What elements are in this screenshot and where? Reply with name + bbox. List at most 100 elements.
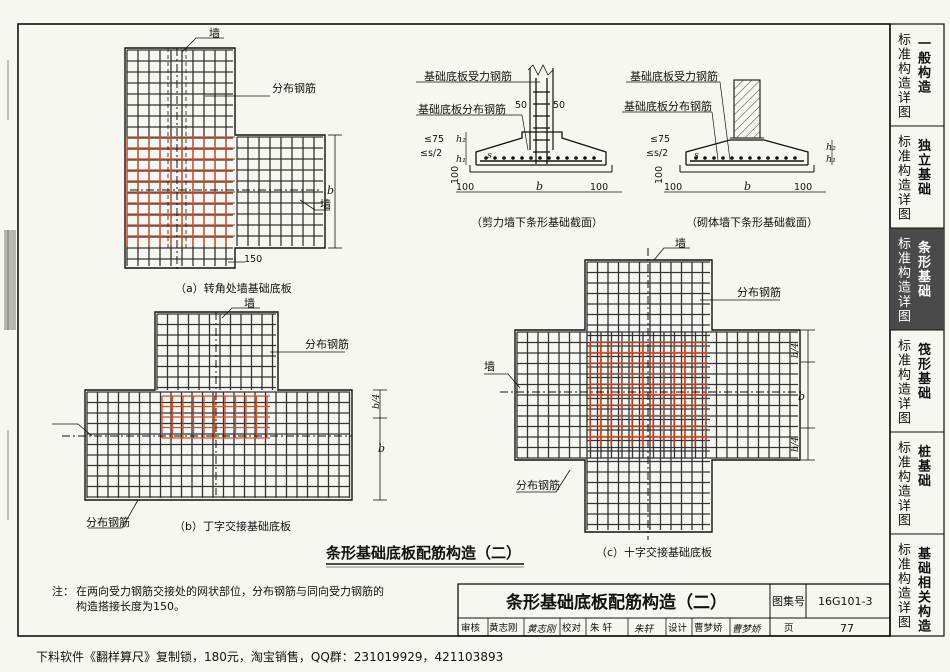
sidebar-tab-label-char: 基 [917,546,932,562]
reviewer-signature: 黄志刚 [527,624,557,635]
sidebar-tab-prefix-char: 构 [898,62,911,77]
checker-name: 朱 轩 [590,622,613,634]
sec1-dim-50b: 50 [553,100,565,111]
sidebar-tab-label-char: 桩 [918,444,931,460]
sidebar-tab-label-char: 础 [918,386,931,402]
sidebar-tab-prefix-char: 图 [898,514,911,529]
fig-c-dim-b4-bot: b/4 [790,437,801,452]
sidebar-tab-prefix-char: 标 [898,33,911,48]
sec1-dim-100a: 100 [450,166,461,184]
sidebar-tab-prefix-char: 标 [898,237,911,252]
sidebar-tab-prefix-char: 详 [898,193,911,208]
sidebar-tab-label-char: 般 [918,51,931,67]
sidebar-tab-prefix-char: 准 [898,354,911,369]
sidebar-tab-prefix-char: 构 [898,164,911,179]
sec1-h2: h₂ [456,134,466,145]
sidebar-tab-prefix-char: 造 [898,281,911,296]
sidebar-tab-label-char: 础 [918,473,931,489]
fig-c-caption: （c）十字交接基础底板 [596,545,712,559]
review-label: 审核 [461,622,481,634]
sidebar-tab-label-char: 基 [917,167,932,183]
sidebar-tab-label-char: 构 [918,604,931,620]
page-number: 77 [840,622,854,635]
checker-signature: 朱轩 [634,624,655,635]
sidebar-tab-label-char: 立 [918,153,931,169]
sidebar-tab-prefix-char: 图 [898,310,911,325]
title-block-title: 条形基础底板配筋构造（二） [505,592,727,613]
note-line-1: 在两向受力钢筋交接处的网状部位，分布钢筋与同向受力钢筋的 [76,584,384,598]
fig-b-wall-label: 墙 [244,296,255,310]
sec1-dist-rebar-label: 基础底板分布钢筋 [418,102,506,116]
sidebar-tab-prefix-char: 造 [898,77,911,92]
sidebar-tab-label-char: 基 [917,371,932,387]
atlas-label: 图集号 [772,594,805,608]
sidebar-tab-prefix-char: 详 [898,499,911,514]
section-1-shear-wall: 基础底板受力钢筋 基础底板分布钢筋 50 50 ≤75 ≤s/2 s h₁ h₂… [416,64,622,229]
fig-b-dist-rebar2-label: 分布钢筋 [86,515,130,529]
figure-b-t-junction-slab: 墙 分布钢筋 分布钢筋 b/4 b （b）丁字交接基础底板 [52,296,387,533]
sec1-h1: h₁ [456,154,466,165]
fig-c-dim-b: b [798,390,805,403]
sidebar-tab-prefix-char: 造 [898,383,911,398]
sidebar-tab-prefix-char: 准 [898,456,911,471]
atlas-number: 16G101-3 [818,595,872,608]
fig-b-caption: （b）丁字交接基础底板 [174,519,291,533]
sec1-dim-b: b [536,180,543,193]
fig-a-wall-leader [181,37,224,53]
sidebar-tab-prefix-char: 标 [898,135,911,150]
sec2-dim-b: b [744,180,751,193]
sidebar-tab-prefix-char: 构 [898,266,911,281]
section-2-masonry-wall: 基础底板受力钢筋 基础底板分布钢筋 ≤75 ≤s/2 s h₁ h₂ 100 1… [622,69,836,229]
sidebar-tab-prefix-char: 准 [898,558,911,573]
sidebar-tab-label-char: 基 [917,269,932,285]
sec2-s: s [694,150,699,161]
sidebar-tab-label-char: 筏 [918,342,931,358]
sec2-dim-100c: 100 [794,182,812,193]
sidebar-tabs: 标准构造详图一般构造标准构造详图独立基础标准构造详图条形基础标准构造详图筏形基础… [890,23,944,635]
sec2-dim-100b: 100 [664,182,682,193]
sidebar-tab-label-char: 形 [918,358,931,373]
title-block [457,583,891,637]
fig-a-wall2-leader [299,199,330,211]
fig-a-dist-rebar-label: 分布钢筋 [272,81,316,95]
sidebar-tab-prefix-char: 准 [898,48,911,63]
sec1-main-rebar-label: 基础底板受力钢筋 [424,69,512,83]
check-label: 校对 [562,622,582,634]
sec1-dim-50a: 50 [515,100,527,111]
sidebar-tab-prefix-char: 图 [898,412,911,427]
sidebar-tab-label-char: 相 [918,575,931,591]
sec2-main-rebar-label: 基础底板受力钢筋 [630,69,718,83]
fig-c-dist-rebar2-label: 分布钢筋 [516,478,560,492]
sec2-dim-100a: 100 [654,166,665,184]
sidebar-tab-label-char: 础 [918,561,931,577]
sidebar-tab-prefix-char: 准 [898,252,911,267]
fig-c-dim-b4-top: b/4 [790,343,801,358]
sec1-dim-100b: 100 [456,182,474,193]
sec1-caption: （剪力墙下条形基础截面） [471,215,603,229]
sec2-dist-rebar-label: 基础底板分布钢筋 [624,99,712,113]
sidebar-tab-prefix-char: 造 [898,485,911,500]
sidebar-tab-prefix-char: 准 [898,150,911,165]
fig-c-wall2-label: 墙 [484,359,495,373]
reviewer-name: 黄志刚 [489,622,518,634]
sidebar-tab-prefix-char: 详 [898,295,911,310]
fig-c-dist-rebar-label: 分布钢筋 [737,285,781,299]
sec1-s: s [487,150,492,161]
sidebar-tab-prefix-char: 详 [898,91,911,106]
sec2-caption: （砌体墙下条形基础截面） [686,215,818,229]
sidebar-tab-prefix-char: 构 [898,368,911,383]
fig-a-dim-150: 150 [244,254,262,265]
sec1-dim-100c: 100 [590,182,608,193]
fig-b-dist-rebar-label: 分布钢筋 [305,337,349,351]
margin-mark [4,230,16,330]
page-main-title: 条形基础底板配筋构造（二） [325,544,521,562]
fig-a-wall-label: 墙 [209,26,220,40]
sidebar-tab-prefix-char: 标 [898,441,911,456]
sidebar-tab-label-char: 基 [917,459,932,475]
